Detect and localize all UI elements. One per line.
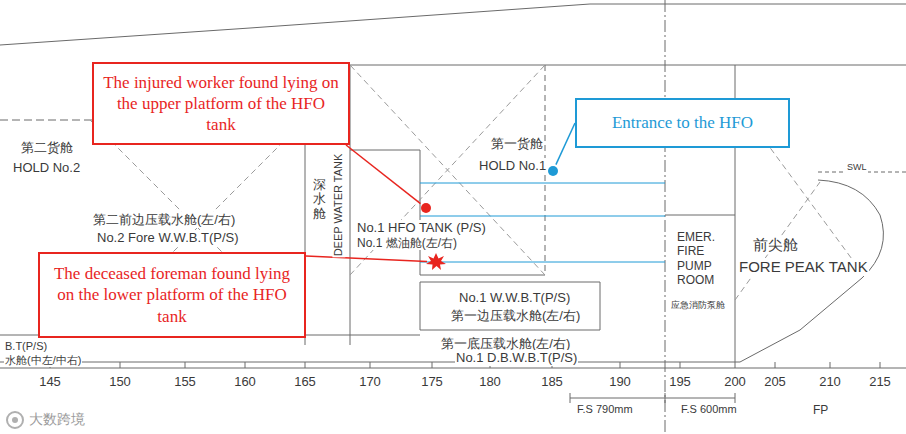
callout-box: The injured worker found lying on the up… — [92, 62, 350, 145]
compartment-label: HOLD No.1 — [478, 158, 547, 174]
compartment-label: HOLD No.2 — [12, 160, 81, 176]
compartment-label: 第一边压载水舱(左/右) — [450, 308, 581, 324]
frame-number: 175 — [420, 374, 444, 390]
compartment-label: 前尖舱 — [752, 236, 799, 254]
dimension-label: F.S 600mm — [680, 403, 738, 416]
leader-line — [346, 145, 421, 204]
frame-number: 200 — [723, 374, 747, 390]
compartment-label: 深水舱 — [313, 178, 326, 221]
frame-number: 170 — [358, 374, 382, 390]
dimension-label: FP — [812, 403, 829, 417]
tank-platform — [420, 216, 665, 217]
dimension-line — [570, 393, 735, 403]
compartment-label: FORE PEAK TANK — [738, 258, 869, 276]
callout-text: Entrance to the HFO — [612, 112, 753, 133]
callout-text: The injured worker found lying on the up… — [102, 72, 340, 136]
compartment-label: No.1 D.B.W.B.T(P/S) — [455, 350, 578, 366]
frame-number: 155 — [173, 374, 197, 390]
compartment-label: 第二前边压载水舱(左/右) — [92, 212, 236, 228]
frame-number: 180 — [478, 374, 502, 390]
baseline — [0, 368, 906, 369]
dimension-label: F.S 790mm — [576, 403, 634, 416]
leader-line — [556, 123, 575, 165]
compartment-label: No.1 W.W.B.T(P/S) — [458, 290, 571, 306]
frame-number: 150 — [108, 374, 132, 390]
frame-number: 195 — [668, 374, 692, 390]
tank-platform — [420, 262, 665, 263]
location-star — [426, 253, 446, 270]
watermark: 大数跨境 — [28, 411, 86, 428]
compartment-label: 水舱(中左/中右) — [4, 354, 82, 367]
compartment-label: 第二货舱 — [20, 140, 74, 156]
compartment-label: EMER. FIRE PUMP ROOM — [676, 230, 728, 288]
frame-number: 190 — [608, 374, 632, 390]
deck-line — [0, 4, 906, 45]
compartment-label: DEEP WATER TANK — [332, 153, 345, 258]
entrance-dot — [548, 166, 558, 176]
frame-number: 215 — [868, 374, 892, 390]
compartment-label: No.1 HFO TANK (P/S) — [356, 220, 487, 236]
tank-outline — [420, 282, 600, 330]
callout-box: The deceased foreman found lying on the … — [38, 252, 306, 338]
frame-number: 160 — [233, 374, 257, 390]
callout-box: Entrance to the HFO — [575, 98, 790, 148]
frame-number: 205 — [763, 374, 787, 390]
compartment-label: 应急消防泵舱 — [670, 300, 726, 311]
center-line — [665, 0, 666, 434]
compartment-label: 第一货舱 — [490, 136, 544, 152]
compartment-label: B.T(P/S) — [4, 340, 48, 353]
frame-number: 185 — [540, 374, 564, 390]
tank-platform — [420, 183, 665, 184]
frame-number: 210 — [818, 374, 842, 390]
compartment-label: SWL — [846, 162, 868, 173]
location-dot — [421, 203, 431, 213]
leader-line — [306, 256, 427, 262]
pump-room-line — [665, 215, 735, 216]
frame-number: 145 — [38, 374, 62, 390]
compartment-label: No.1 燃油舱(左/右) — [356, 236, 458, 250]
deck-line — [350, 65, 906, 66]
callout-text: The deceased foreman found lying on the … — [48, 263, 296, 327]
frame-number: 165 — [293, 374, 317, 390]
watermark-logo — [7, 412, 23, 428]
compartment-label: No.2 Fore W.W.B.T(P/S) — [96, 230, 240, 246]
